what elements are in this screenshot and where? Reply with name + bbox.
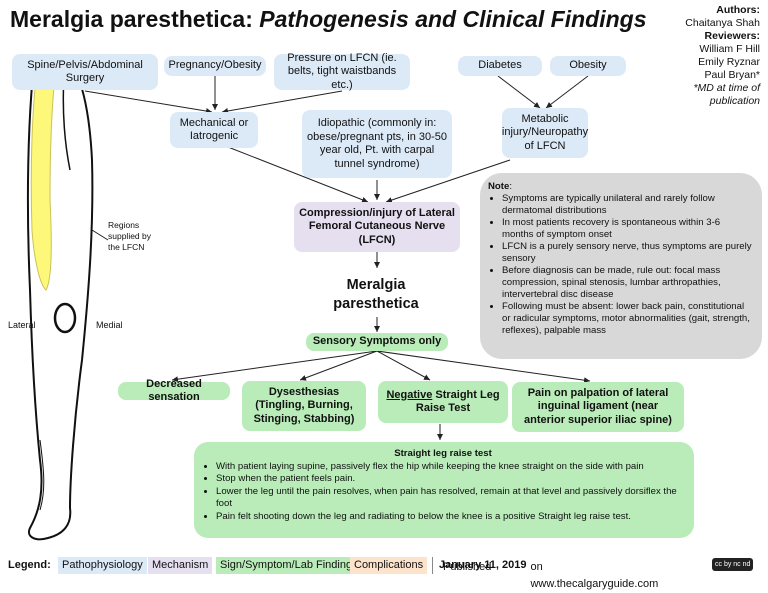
cause-pregnancy-obesity: Pregnancy/Obesity [164, 56, 266, 76]
author-name: Chaitanya Shah [685, 17, 760, 29]
arrow-diabetes-to-metabolic [497, 75, 541, 109]
cause-pressure-lfcn: Pressure on LFCN (ie. belts, tight waist… [274, 52, 410, 91]
reviewer-name: William F Hill [699, 43, 760, 55]
arrow-spine-to-mechanical [84, 90, 213, 114]
arrow-sensory-to-pain [376, 350, 591, 384]
slr-detail-box: Straight leg raise test With patient lay… [194, 442, 694, 538]
compression-lfcn: Compression/injury of Lateral Femoral Cu… [294, 202, 460, 252]
legend-mechanism: Mechanism [148, 557, 213, 574]
reviewer-footnote: *MD at time of publication [693, 82, 760, 107]
legend-complications: Complications [350, 557, 428, 574]
knee-cap [53, 302, 77, 334]
published-line: Published January 11, 2019 on www.thecal… [432, 557, 658, 590]
arrow-metabolic-to-compression [385, 159, 511, 203]
legend-label: Legend: [8, 559, 51, 571]
leg-illustration [26, 58, 94, 541]
negative-word: Negative [386, 388, 433, 401]
slr-step: Pain felt shooting down the leg and radi… [216, 511, 684, 524]
arrow-sensory-to-slr [376, 350, 431, 381]
title-main: Meralgia paresthetica: [10, 6, 260, 32]
medial-label: Medial [96, 320, 123, 330]
authors-label: Authors: [716, 4, 760, 16]
note-item: In most patients recovery is spontaneous… [502, 217, 752, 241]
diagnosis-label: Meralgia paresthetica [333, 277, 419, 312]
published-date: January 11, 2019 [439, 559, 527, 571]
note-item: Before diagnosis can be made, rule out: … [502, 265, 752, 301]
note-item: Symptoms are typically unilateral and ra… [502, 193, 752, 217]
title-italic: Pathogenesis and Clinical Findings [259, 6, 647, 32]
cause-diabetes: Diabetes [458, 56, 542, 76]
authors-block: Authors: Chaitanya Shah Reviewers: Willi… [680, 4, 760, 108]
note-item: LFCN is a purely sensory nerve, thus sym… [502, 241, 752, 265]
legend-sign-symptom: Sign/Symptom/Lab Finding [216, 557, 357, 574]
legend-pathophysiology: Pathophysiology [58, 557, 147, 574]
reviewer-name: Paul Bryan* [704, 69, 760, 81]
arrow-obesity-to-metabolic [545, 75, 589, 109]
slr-step: Lower the leg until the pain resolves, w… [216, 486, 684, 511]
reviewers-label: Reviewers: [704, 30, 760, 42]
decreased-sensation: Decreased sensation [118, 378, 230, 403]
dysesthesias: Dysesthesias (Tingling, Burning, Stingin… [242, 381, 366, 431]
negative-slr: Negative Straight Leg Raise Test [378, 381, 508, 423]
pain-palpation: Pain on palpation of lateral inguinal li… [512, 382, 684, 432]
metabolic-injury: Metabolic injury/Neuropathy of LFCN [502, 108, 588, 158]
slr-step: Stop when the patient feels pain. [216, 473, 684, 486]
mechanical-iatrogenic: Mechanical or Iatrogenic [170, 112, 258, 148]
note-item: Following must be absent: lower back pai… [502, 301, 752, 337]
note-heading: Note [488, 181, 510, 192]
sensory-symptoms-only: Sensory Symptoms only [306, 333, 448, 351]
arrow-sensory-to-dysesthesias [299, 350, 378, 381]
page-title: Meralgia paresthetica: Pathogenesis and … [10, 6, 647, 33]
cc-license-icon: cc by nc nd [712, 558, 754, 571]
note-box: Note: Symptoms are typically unilateral … [480, 173, 762, 359]
cause-spine-surgery: Spine/Pelvis/Abdominal Surgery [12, 54, 158, 90]
published-prefix: Published [443, 561, 492, 573]
lateral-label: Lateral [8, 320, 36, 330]
regions-label: Regions supplied by the LFCN [108, 220, 152, 252]
published-suffix: on www.thecalgaryguide.com [530, 561, 659, 590]
arrow-mechanical-to-compression [227, 146, 369, 203]
arrow-sensory-to-decreased [171, 350, 378, 383]
slr-heading: Straight leg raise test [394, 448, 492, 459]
connector-layer [26, 58, 591, 541]
cause-obesity: Obesity [550, 56, 626, 76]
legend-bar: Legend: Pathophysiology Mechanism Sign/S… [0, 555, 768, 590]
slr-step: With patient laying supine, passively fl… [216, 461, 684, 474]
arrow-pressure-to-mechanical [221, 90, 343, 114]
slr-label: Straight Leg Raise Test [415, 388, 500, 415]
reviewer-name: Emily Ryznar [698, 56, 760, 68]
idiopathic-box: Idiopathic (commonly in: obese/pregnant … [302, 110, 452, 178]
